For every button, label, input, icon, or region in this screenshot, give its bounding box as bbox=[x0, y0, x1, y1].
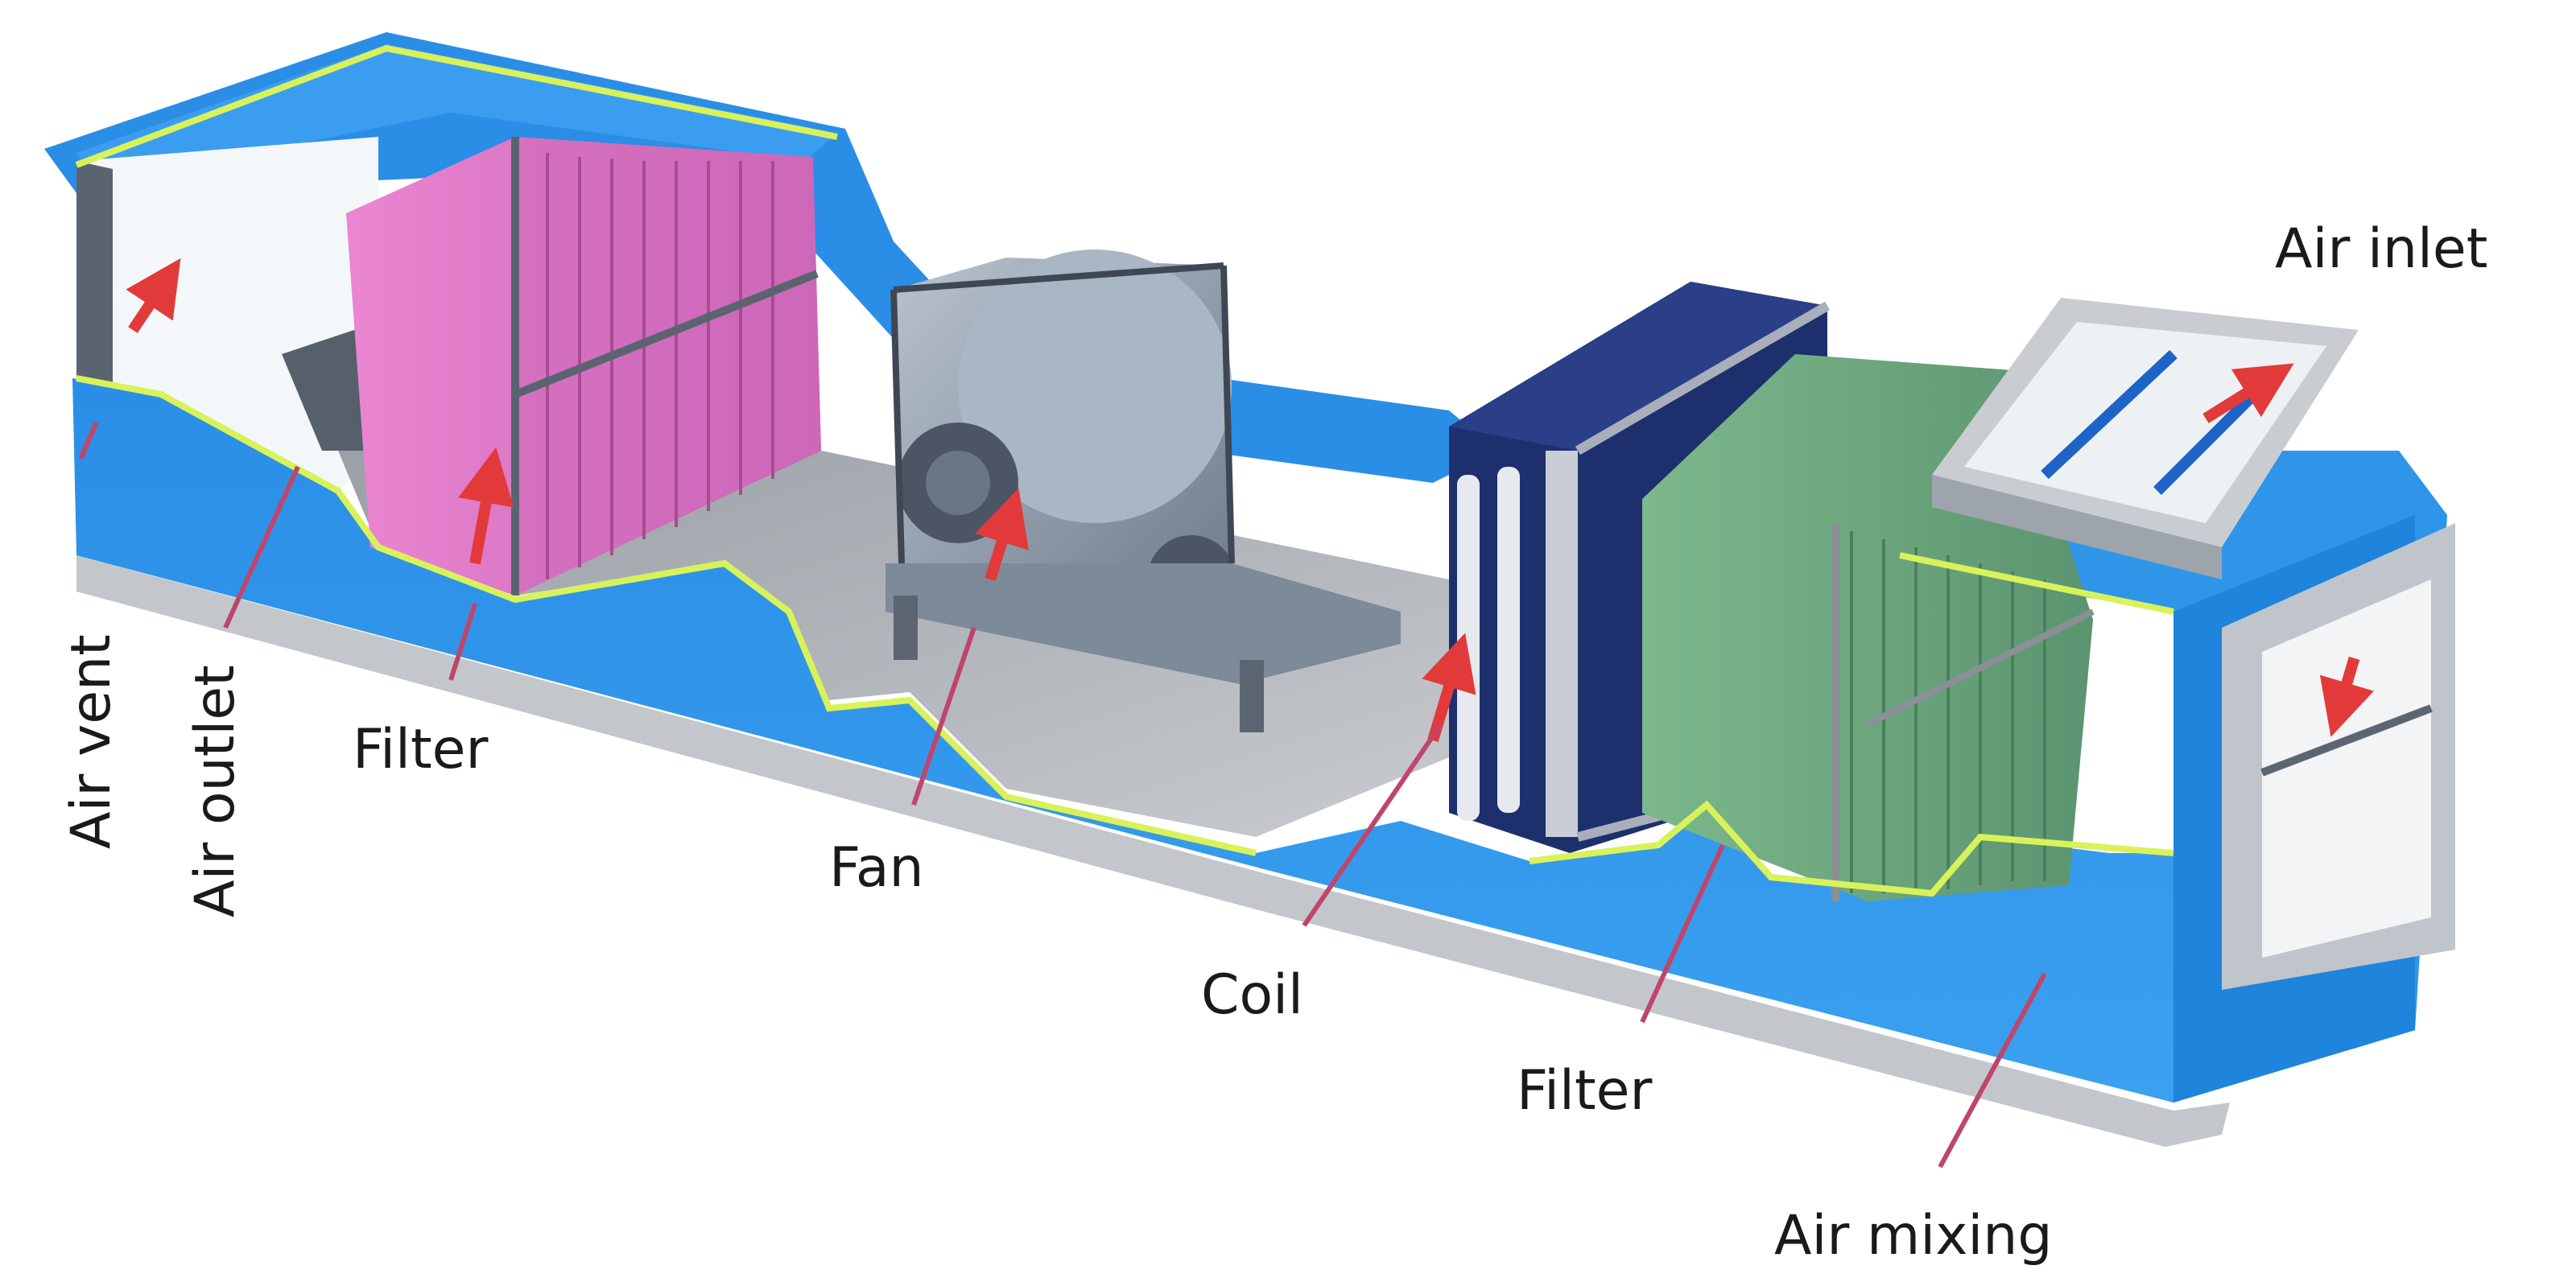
base-plinth bbox=[76, 555, 2230, 1147]
label-air-mixing: Air mixing bbox=[1774, 1204, 2053, 1268]
label-coil: Coil bbox=[1201, 963, 1303, 1027]
mixing-damper bbox=[2222, 523, 2455, 990]
label-air-outlet: Air outlet bbox=[184, 665, 247, 917]
label-fan: Fan bbox=[829, 836, 924, 900]
label-filter-right: Filter bbox=[1517, 1059, 1653, 1123]
label-air-vent: Air vent bbox=[60, 634, 123, 849]
seal-lines bbox=[75, 44, 2174, 897]
airflow-arrows bbox=[126, 258, 2374, 743]
leader-coil bbox=[1302, 723, 1443, 927]
leader-fan bbox=[911, 627, 976, 806]
front-casing-panel bbox=[72, 378, 2174, 1103]
leader-filter-right bbox=[1640, 843, 1725, 1024]
label-air-inlet: Air inlet bbox=[2275, 217, 2488, 281]
leader-air-vent bbox=[78, 421, 99, 460]
leader-air-mixing bbox=[1938, 972, 2047, 1169]
leader-lines bbox=[78, 421, 2047, 1169]
leader-air-outlet bbox=[223, 465, 300, 629]
leader-filter-left bbox=[448, 603, 477, 681]
label-filter-left: Filter bbox=[353, 718, 489, 781]
